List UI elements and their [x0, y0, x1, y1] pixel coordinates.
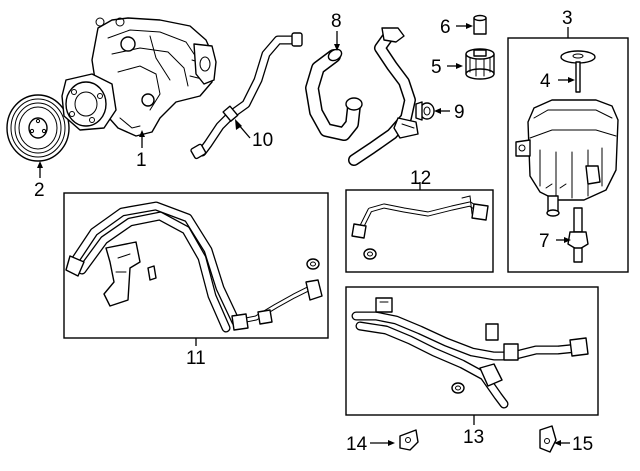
mounting-bracket-14 — [399, 429, 419, 451]
callout-13: 13 — [463, 427, 484, 448]
callout-6: 6 — [440, 17, 451, 38]
callout-9: 9 — [454, 102, 465, 123]
return-line-assembly — [351, 297, 589, 409]
callout-7: 7 — [539, 231, 550, 252]
callout-5: 5 — [431, 57, 442, 78]
callout-14: 14 — [346, 434, 368, 455]
callout-leaders — [37, 23, 575, 446]
level-sensor — [567, 207, 589, 263]
reservoir-seal — [560, 50, 596, 93]
reservoir-tank — [515, 99, 619, 217]
feed-pipe — [348, 27, 419, 166]
power-steering-pump — [61, 17, 217, 137]
pulley — [6, 94, 70, 162]
callout-10: 10 — [252, 130, 273, 151]
callout-3: 3 — [562, 8, 573, 29]
hose-clamp — [415, 101, 435, 121]
cooler-line — [351, 195, 489, 260]
callout-11: 11 — [186, 348, 206, 369]
pressure-hose-assembly — [65, 201, 323, 333]
mounting-bracket-15 — [539, 425, 557, 453]
callout-4: 4 — [540, 71, 551, 92]
callout-12: 12 — [410, 168, 431, 189]
callout-15: 15 — [572, 434, 593, 455]
cap — [473, 14, 487, 35]
return-hose — [190, 32, 303, 160]
callout-1: 1 — [136, 150, 147, 171]
callout-2: 2 — [34, 180, 45, 201]
return-line-box — [345, 286, 599, 416]
callout-8: 8 — [331, 11, 342, 32]
filter — [465, 48, 495, 80]
suction-hose — [305, 48, 363, 141]
pressure-hose-box — [63, 192, 329, 339]
